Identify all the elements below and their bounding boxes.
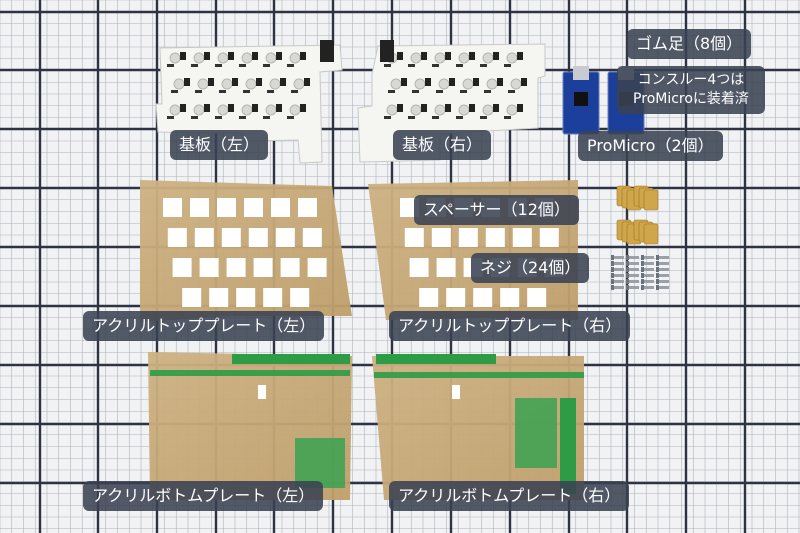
bottom-plate-left [148,352,352,500]
label-spacer: スペーサー（12個） [414,195,579,225]
label-pcb-right: 基板（右） [393,130,492,160]
label-bottom-plate-right: アクリルボトムプレート（右） [389,481,630,511]
label-screw: ネジ（24個） [471,253,590,283]
pcb-left [155,40,343,164]
label-conthru-line1: コンスルー4つは [637,72,745,88]
label-pcb-left: 基板（左） [170,130,269,160]
label-conthru-line2: ProMicroに装着済 [633,90,749,107]
label-top-plate-left: アクリルトッププレート（左） [83,311,325,341]
label-bottom-plate-left: アクリルボトムプレート（左） [83,481,324,511]
label-top-plate-right: アクリルトッププレート（右） [389,311,631,341]
screws [611,255,669,290]
label-conthru-note: コンスルー4つは ProMicroに装着済 [617,66,765,114]
top-plate-left [140,180,352,322]
spacers [616,185,659,245]
label-rubber-feet: ゴム足（8個） [627,29,752,59]
label-promicro: ProMicro（2個） [578,131,723,161]
bottom-plate-right [372,354,584,500]
